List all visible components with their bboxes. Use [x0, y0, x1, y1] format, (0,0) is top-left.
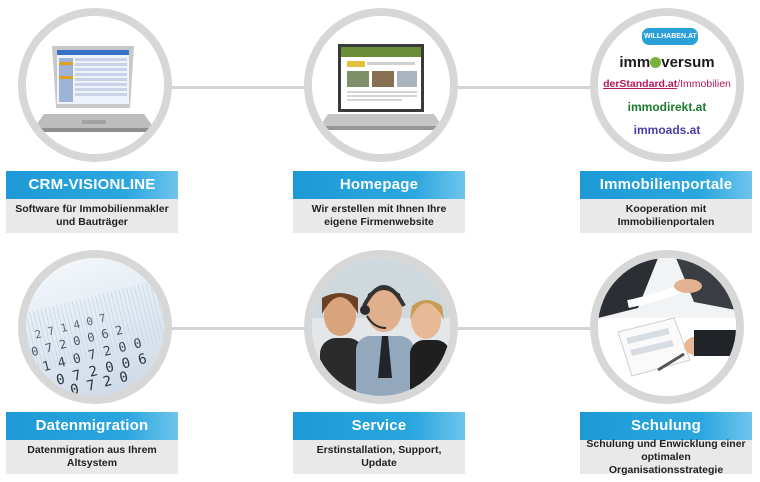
- derstandard-logo: derStandard.at/Immobilien: [598, 78, 736, 90]
- willhaben-logo: WILLHABEN.AT: [642, 28, 698, 45]
- card-description: Erstinstallation, Support, Update: [293, 440, 465, 474]
- immoversum-logo-part2: versum: [661, 54, 715, 71]
- card-description: Kooperation mit Immobilienportalen: [580, 199, 752, 233]
- card-title: Schulung: [580, 412, 752, 440]
- card-title: Datenmigration: [6, 412, 178, 440]
- connector-row2-right: [440, 327, 605, 330]
- immodirekt-logo-text: immodirekt.at: [627, 100, 707, 114]
- card-description: Software für Immobilienmakler und Bauträ…: [6, 199, 178, 233]
- card-homepage: Homepage Wir erstellen mit Ihnen Ihre ei…: [293, 171, 465, 233]
- card-immobilienportale: Immobilienportale Kooperation mit Immobi…: [580, 171, 752, 233]
- globe-icon: [650, 57, 662, 68]
- website-laptop-icon: [312, 16, 450, 154]
- card-service: Service Erstinstallation, Support, Updat…: [293, 412, 465, 474]
- crm-laptop-image: [18, 8, 172, 162]
- card-description: Datenmigration aus Ihrem Altsystem: [6, 440, 178, 474]
- connector-row1-right: [440, 86, 605, 89]
- immoads-logo-text: immoads.at: [633, 123, 701, 137]
- connector-row2-left: [155, 327, 320, 330]
- willhaben-logo-text: WILLHABEN.AT: [644, 33, 697, 40]
- immoversum-logo-part1: imm: [619, 54, 651, 71]
- datenmigration-image: 2 7 1 4 0 7 0 7 2 0 0 6 2 8 1 4 0 7 2 0 …: [18, 250, 172, 404]
- immodirekt-logo: immodirekt.at: [598, 100, 736, 114]
- schulung-meeting-image: [590, 250, 744, 404]
- card-description: Schulung und Enwicklung einer optimalen …: [580, 438, 752, 476]
- immoversum-logo: imm versum: [598, 54, 736, 71]
- card-crm-visionline: CRM-VISIONLINE Software für Immobilienma…: [6, 171, 178, 233]
- laptop-icon: [26, 16, 164, 154]
- homepage-laptop-image: [304, 8, 458, 162]
- derstandard-logo-part1: derStandard.at: [603, 78, 678, 90]
- connector-row1-left: [155, 86, 320, 89]
- card-title: CRM-VISIONLINE: [6, 171, 178, 199]
- headset-agents-icon: [312, 258, 450, 396]
- card-description: Wir erstellen mit Ihnen Ihre eigene Firm…: [293, 199, 465, 233]
- meeting-hands-icon: [598, 258, 736, 396]
- card-title: Service: [293, 412, 465, 440]
- portals-logos-image: WILLHABEN.AT imm versum derStandard.at/Im…: [590, 8, 744, 162]
- card-datenmigration: Datenmigration Datenmigration aus Ihrem …: [6, 412, 178, 474]
- immoads-logo: immoads.at: [598, 123, 736, 137]
- card-title: Homepage: [293, 171, 465, 199]
- derstandard-logo-part2: /Immobilien: [677, 78, 731, 90]
- card-title: Immobilienportale: [580, 171, 752, 199]
- service-headset-image: [304, 250, 458, 404]
- card-schulung: Schulung Schulung und Enwicklung einer o…: [580, 412, 752, 476]
